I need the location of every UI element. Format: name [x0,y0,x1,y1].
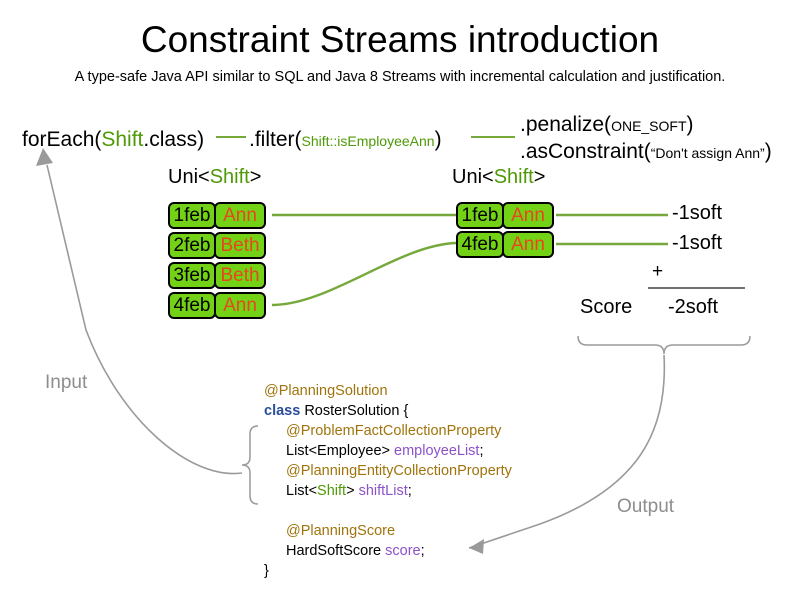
field-generic-shift: Shift [317,483,347,499]
class-declaration-text: RosterSolution { [300,403,409,419]
output-flow-label: Output [617,496,675,517]
field-type-employee-list: List<Employee> [286,443,395,459]
shift-employee: Beth [214,232,266,259]
shift-date: 4feb [168,292,216,319]
annotation-planning-solution: @PlanningSolution [264,383,388,399]
uni-right-type: Shift [493,166,534,188]
uni-left-type: Shift [209,166,250,188]
code-line: @PlanningScore [264,521,512,541]
penalty-label: -1soft [672,202,723,224]
field-name-employee-list: employeeList [394,443,480,459]
field-semicolon: ; [420,543,425,559]
score-total-value: -2soft [668,296,719,318]
field-type-hard-soft-score: HardSoftScore [286,543,386,559]
page-title: Constraint Streams introduction [140,19,660,60]
shift-employee: Ann [502,202,554,229]
code-line: @PlanningSolution [264,381,512,401]
annotation-planning-entity-collection-property: @PlanningEntityCollectionProperty [286,463,512,479]
code-blank-line [264,501,512,521]
penalty-label: -1soft [672,232,723,254]
penalize-close-paren: ) [686,113,694,136]
foreach-call-text: forEach( [22,128,102,151]
asconstraint-arg-name: “Don't assign Ann” [650,145,765,161]
annotation-planning-score: @PlanningScore [286,523,396,539]
field-name-score: score [385,543,421,559]
connector-shift-4feb [271,241,457,307]
code-line: } [264,561,512,581]
field-type-shift-list-pre: List< [286,483,318,499]
keyword-class: class [264,403,301,419]
class-closing-brace: } [264,563,269,579]
code-line: HardSoftScore score; [264,541,512,561]
code-line: List<Shift> shiftList; [264,481,512,501]
uni-right-suffix: > [533,166,546,188]
shift-card[interactable]: 2feb Beth [168,232,266,259]
filter-call-text: .filter( [249,128,302,151]
shift-date: 1feb [456,202,504,229]
shift-date: 4feb [456,231,504,258]
uni-right-prefix: Uni< [452,166,494,188]
filter-arg-method-ref: Shift::isEmployeeAnn [301,133,435,149]
score-operator: + [652,261,664,282]
shift-card-filtered[interactable]: 4feb Ann [456,231,554,258]
shift-employee: Ann [502,231,554,258]
uni-left-prefix: Uni< [168,166,210,188]
shift-employee: Ann [214,292,266,319]
shift-card[interactable]: 3feb Beth [168,262,266,289]
input-flow-label: Input [45,372,88,393]
foreach-arg-type: Shift [101,128,144,151]
penalize-call-text: .penalize( [520,113,612,136]
annotation-problem-fact-collection-property: @ProblemFactCollectionProperty [286,423,502,439]
code-block: @PlanningSolution class RosterSolution {… [264,381,512,581]
shift-card-filtered[interactable]: 1feb Ann [456,202,554,229]
stream-caption-right: Uni<Shift> [452,166,545,189]
filter-close-paren: ) [434,128,442,151]
page-subtitle: A type-safe Java API similar to SQL and … [74,69,726,85]
api-call-foreach: forEach(Shift.class) [22,128,204,152]
code-line: class RosterSolution { [264,401,512,421]
api-call-penalize: .penalize(ONE_SOFT) [520,113,694,138]
field-semicolon: ; [479,443,484,459]
field-type-shift-list-post: > [346,483,359,499]
code-fields-brace [241,425,259,505]
shift-date: 3feb [168,262,216,289]
code-line: List<Employee> employeeList; [264,441,512,461]
api-call-filter: .filter(Shift::isEmployeeAnn) [249,128,442,153]
asconstraint-close-paren: ) [764,140,772,163]
field-name-shift-list: shiftList [358,483,408,499]
shift-card[interactable]: 1feb Ann [168,202,266,229]
shift-employee: Beth [214,262,266,289]
score-brace [577,335,751,355]
score-label: Score [580,296,633,318]
asconstraint-call-text: .asConstraint( [520,140,651,163]
code-line: @PlanningEntityCollectionProperty [264,461,512,481]
stream-caption-left: Uni<Shift> [168,166,261,189]
api-call-as-constraint: .asConstraint(“Don't assign Ann”) [520,140,772,165]
uni-left-suffix: > [249,166,262,188]
foreach-arg-rest: .class) [143,128,205,151]
shift-card[interactable]: 4feb Ann [168,292,266,319]
shift-date: 2feb [168,232,216,259]
code-line: @ProblemFactCollectionProperty [264,421,512,441]
penalize-arg-constant: ONE_SOFT [611,118,687,134]
shift-date: 1feb [168,202,216,229]
shift-employee: Ann [214,202,266,229]
field-semicolon: ; [407,483,412,499]
